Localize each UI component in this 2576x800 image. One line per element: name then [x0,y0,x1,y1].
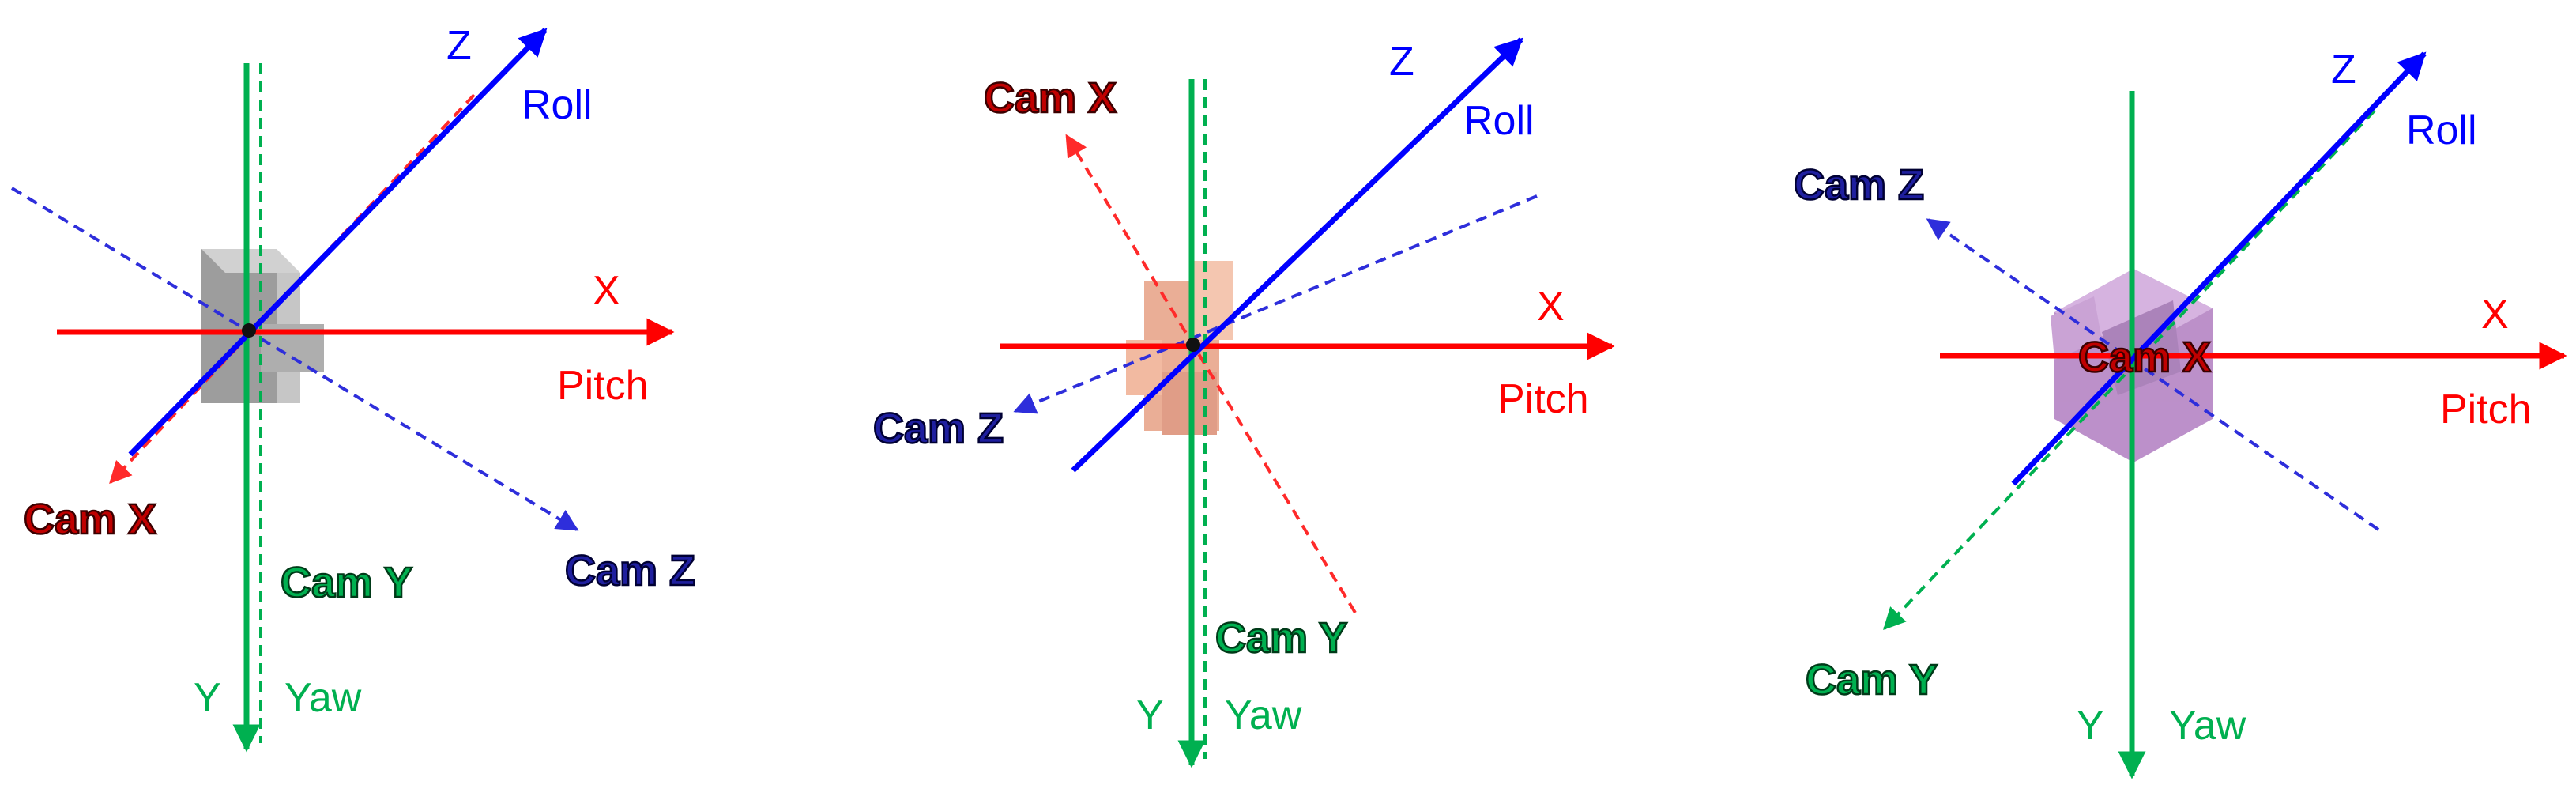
x-label-3: X [2481,292,2509,338]
roll-label-3: Roll [2406,108,2477,153]
camera-body-1 [201,249,324,403]
pitch-label-1: Pitch [557,363,649,409]
panel-1: Z Roll X Pitch Y Yaw Cam X Cam Y Cam Z [10,23,696,753]
cam-z-axis-1 [10,187,579,531]
cam-y-label-1: Cam Y [281,559,412,606]
cam-z-label-2: Cam Z [873,405,1004,452]
z-label-2: Z [1389,39,1414,85]
origin-dot-2 [1186,338,1200,352]
yaw-label-3: Yaw [2169,703,2246,749]
y-label-1: Y [194,675,221,721]
cam-z-label-3: Cam Z [1794,161,1924,209]
cam-x-label-2: Cam X [984,74,1117,122]
panel-2: Z Roll X Pitch Y Yaw Cam X Cam Z Cam Y [872,37,1615,768]
x-label-2: X [1537,284,1565,330]
cam-x-label-3: Cam X [2078,334,2211,381]
z-label-1: Z [446,23,472,69]
z-axis-2 [1071,37,1523,473]
z-label-3: Z [2331,47,2356,92]
yaw-label-2: Yaw [1225,692,1302,738]
cam-z-label-1: Cam Z [565,547,695,594]
roll-label-1: Roll [522,82,593,128]
pitch-label-3: Pitch [2440,387,2532,432]
cam-x-axis-1 [109,93,476,485]
origin-dot-1 [242,323,256,338]
roll-label-2: Roll [1463,98,1535,144]
z-axis-3 [2011,51,2427,486]
cam-y-label-3: Cam Y [1806,656,1938,704]
x-label-1: X [593,268,620,314]
y-label-2: Y [1136,692,1164,738]
cam-y-label-2: Cam Y [1215,614,1347,662]
cam-z-axis-3 [1926,218,2380,531]
pitch-label-2: Pitch [1497,376,1589,422]
panel-3: Z Roll X Pitch Y Yaw Cam Z Cam X Cam Y [1793,47,2567,779]
cam-x-axis-2 [1065,134,1357,614]
cam-x-label-1: Cam X [24,496,156,543]
y-label-3: Y [2077,703,2104,749]
z-axis-1 [128,28,548,457]
yaw-label-1: Yaw [284,675,362,721]
cam-z-axis-2 [1013,194,1538,414]
